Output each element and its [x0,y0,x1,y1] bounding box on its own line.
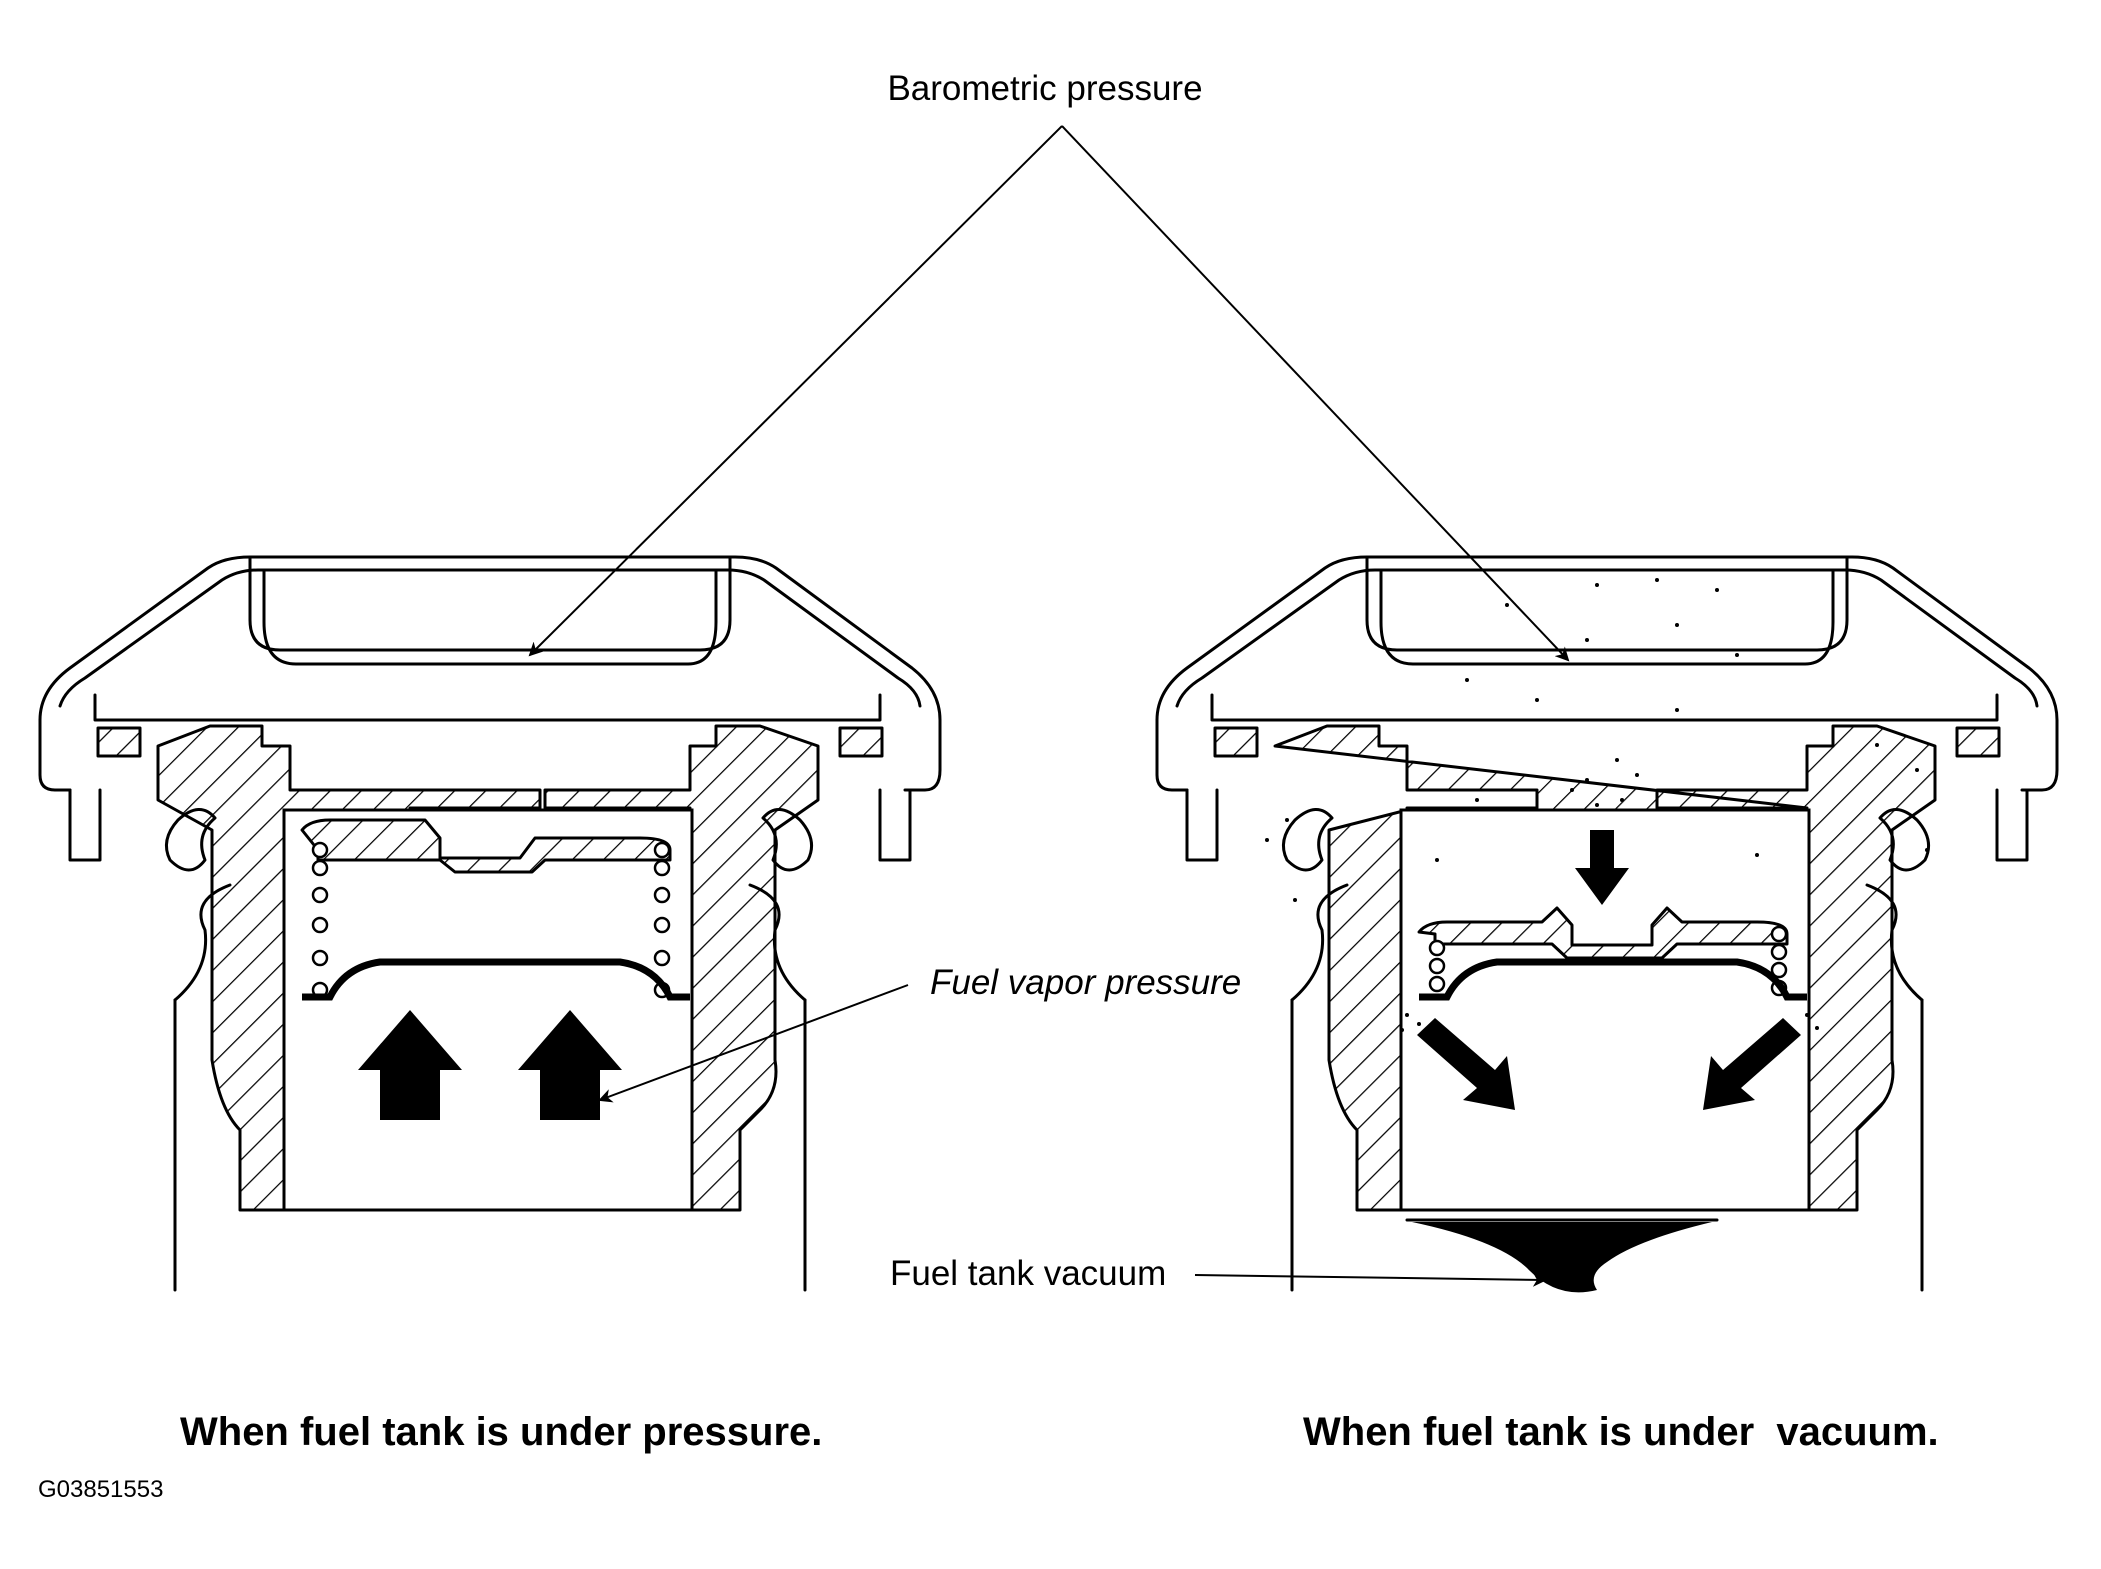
caption-right: When fuel tank is under vacuum. [1303,1410,1939,1454]
left-diaphragm [302,958,690,1001]
left-cap-shell [38,555,942,792]
label-fuel-tank-vacuum: Fuel tank vacuum [890,1254,1166,1293]
right-diagonal-arrows [1417,1018,1801,1110]
right-down-arrow [1575,830,1629,905]
label-barometric-pressure: Barometric pressure [887,69,1202,108]
leader-lines [528,125,1570,1287]
left-up-arrows [358,1010,622,1120]
left-springs [311,841,671,999]
right-cap-section [1155,555,2059,1293]
caption-left: When fuel tank is under pressure. [180,1410,822,1454]
fuel-tank-vacuum-shape [1412,1222,1712,1293]
left-cap-section [38,555,942,1292]
figure-id: G03851553 [38,1476,163,1503]
air-particles [1265,578,1929,1032]
left-cap-top [248,555,732,652]
label-fuel-vapor-pressure: Fuel vapor pressure [930,963,1241,1002]
